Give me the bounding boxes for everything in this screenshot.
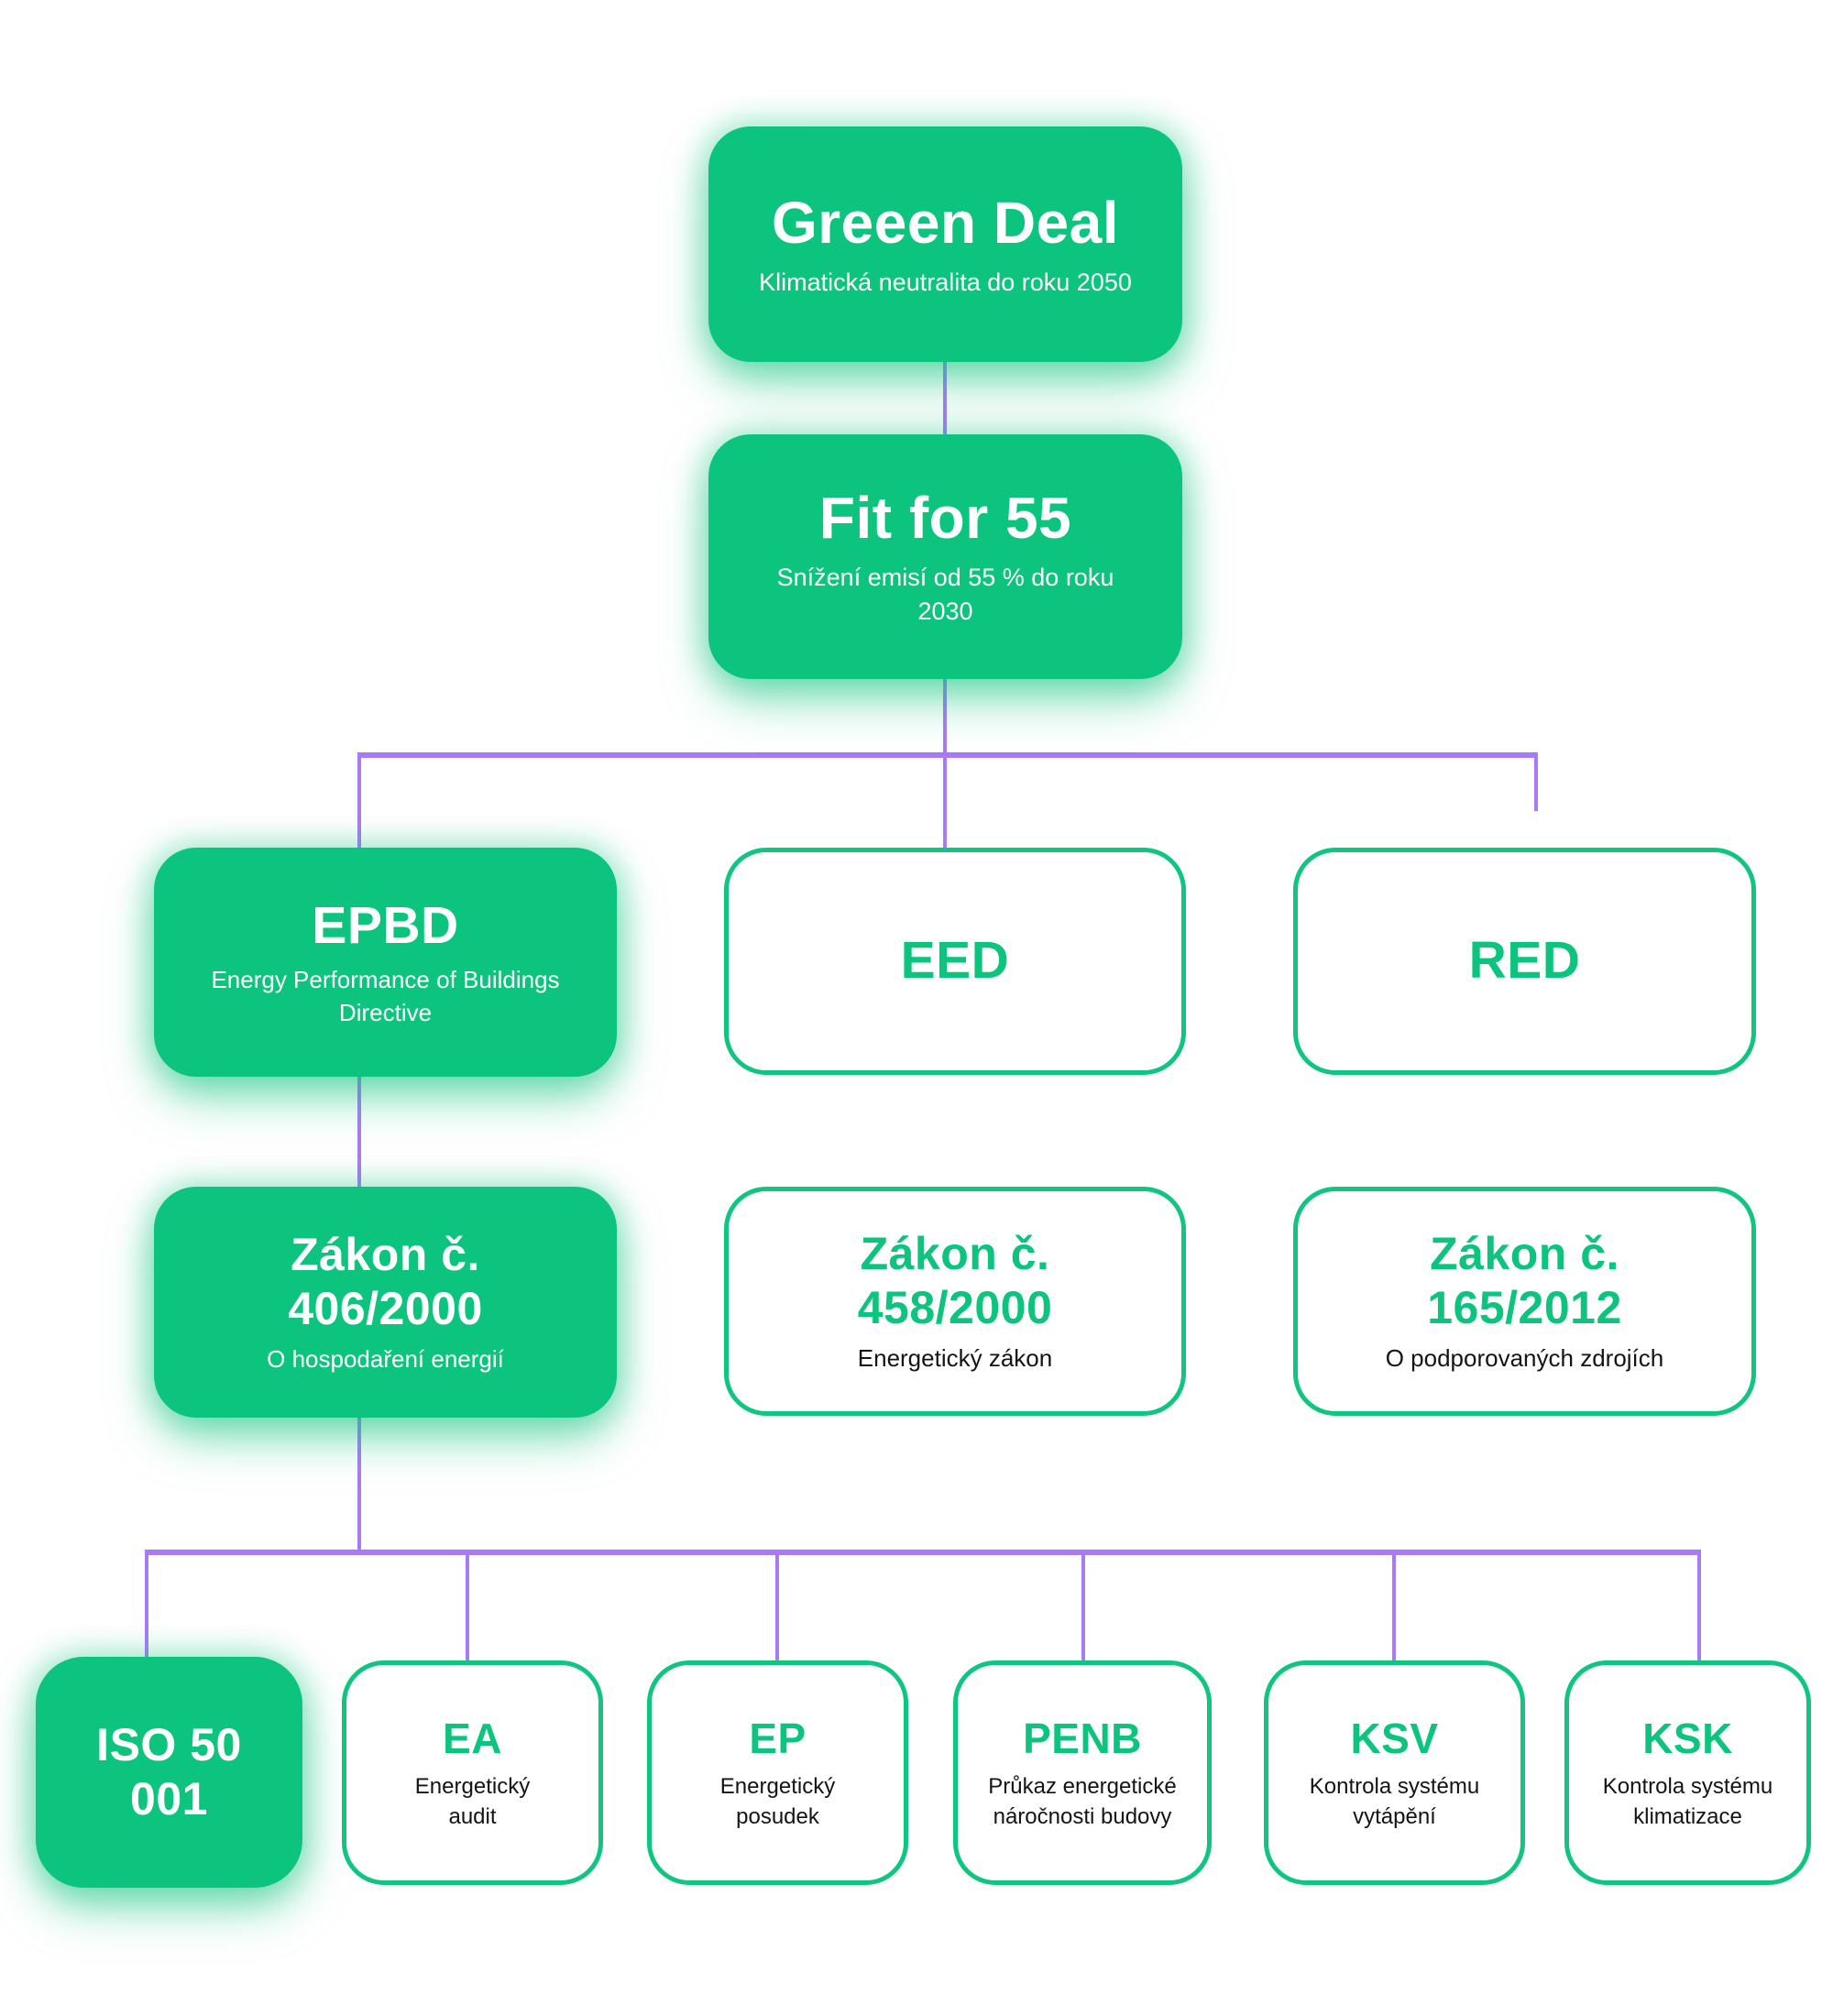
connector-drop-iso [145,1553,148,1661]
connector-drop-eed [943,754,947,848]
node-iso: ISO 50 001 [36,1657,302,1888]
node-eed-title: EED [900,931,1010,991]
node-penb-title: PENB [1023,1715,1142,1763]
node-penb: PENB Průkaz energetické náročnosti budov… [953,1660,1212,1885]
node-red-title: RED [1468,931,1581,991]
connector-drop-ksv [1392,1553,1396,1661]
node-zakon-165-subtitle: O podporovaných zdrojích [1385,1344,1664,1373]
node-green-deal: Greeen Deal Klimatická neutralita do rok… [708,126,1182,362]
node-fit-for-55: Fit for 55 Snížení emisí od 55 % do roku… [708,434,1182,679]
connector-epbd-zakon406 [357,1077,361,1187]
node-fit-for-55-subtitle: Snížení emisí od 55 % do roku 2030 [776,564,1114,626]
node-green-deal-title: Greeen Deal [771,190,1120,257]
node-ksk-subtitle: Kontrola systému klimatizace [1602,1773,1773,1829]
node-penb-subtitle: Průkaz energetické náročnosti budovy [988,1773,1177,1829]
node-zakon-458-title: Zákon č. 458/2000 [857,1228,1053,1334]
node-ea-title: EA [443,1715,502,1763]
node-zakon-406: Zákon č. 406/2000 O hospodaření energií [154,1187,617,1418]
node-ksv-title: KSV [1350,1715,1439,1763]
node-epbd-subtitle: Energy Performance of Buildings Directiv… [211,965,560,1026]
connector-drop-ep [775,1553,779,1661]
node-ksk-title: KSK [1642,1715,1733,1763]
node-ksv: KSV Kontrola systému vytápění [1264,1660,1525,1885]
connector-fitfor55-stem [943,679,947,756]
node-ksv-subtitle: Kontrola systému vytápění [1309,1773,1480,1829]
node-iso-title: ISO 50 001 [96,1719,242,1824]
node-ep-title: EP [749,1715,807,1763]
node-zakon-165-title: Zákon č. 165/2012 [1427,1228,1622,1334]
node-ep: EP Energetický posudek [647,1660,908,1885]
node-epbd-title: EPBD [312,895,459,955]
connector-drop-red [1534,754,1538,811]
node-ksk: KSK Kontrola systému klimatizace [1564,1660,1811,1885]
connector-drop-epbd [357,754,361,848]
node-zakon-165: Zákon č. 165/2012 O podporovaných zdrojí… [1293,1187,1756,1416]
node-green-deal-subtitle: Klimatická neutralita do roku 2050 [759,268,1132,296]
node-ea: EA Energetický audit [342,1660,603,1885]
node-fit-for-55-title: Fit for 55 [818,485,1072,552]
node-ep-subtitle: Energetický posudek [719,1773,836,1829]
node-red: RED [1293,848,1756,1075]
node-zakon-458-subtitle: Energetický zákon [857,1344,1053,1373]
connector-drop-ksk [1697,1553,1701,1661]
connector-drop-penb [1081,1553,1085,1661]
connector-branch-row5 [145,1550,1701,1555]
node-eed: EED [724,848,1186,1075]
connector-branch-row3 [357,752,1538,758]
node-ea-subtitle: Energetický audit [414,1773,531,1829]
node-zakon-406-title: Zákon č. 406/2000 [288,1229,483,1335]
connector-drop-ea [466,1553,469,1661]
node-zakon-406-subtitle: O hospodaření energií [267,1345,504,1374]
node-zakon-458: Zákon č. 458/2000 Energetický zákon [724,1187,1186,1416]
node-epbd: EPBD Energy Performance of Buildings Dir… [154,848,617,1077]
connector-greendeal-fitfor55 [943,362,947,435]
connector-zakon406-stem [357,1418,361,1553]
